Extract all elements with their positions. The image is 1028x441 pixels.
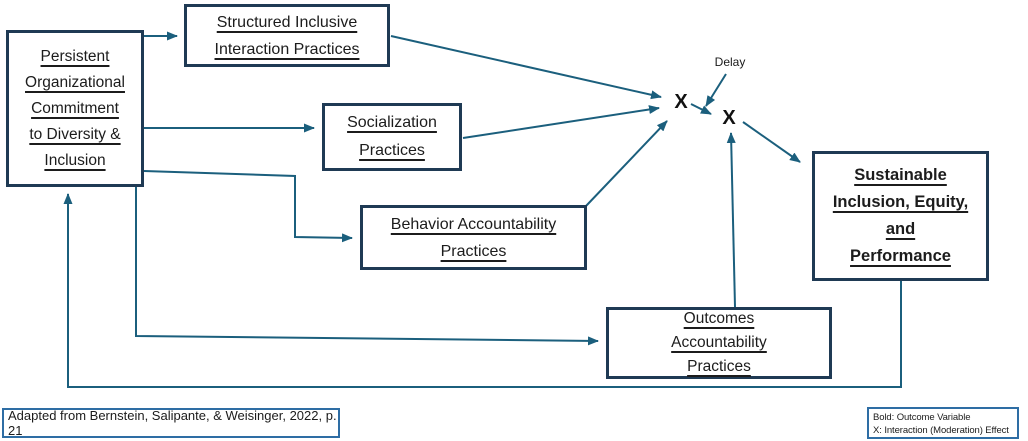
arrow-outcomes-to-x2 xyxy=(726,132,736,308)
arrow-x1-to-x2 xyxy=(690,103,712,115)
arrow-sustainable-feedback-to-commitment xyxy=(63,193,902,388)
arrow-x2-to-sustainable xyxy=(742,121,801,163)
delay-label: Delay xyxy=(714,55,746,69)
box-persistent-organizational-commitment: Persistent Organizational Commitment to … xyxy=(6,30,144,187)
box-structured-inclusive-interaction-practices: Structured Inclusive Interaction Practic… xyxy=(184,4,390,67)
box-behavior-accountability-practices: Behavior Accountability Practices xyxy=(360,205,587,270)
legend-box: Bold: Outcome Variable X: Interaction (M… xyxy=(867,407,1019,439)
interaction-x-mark-2: X xyxy=(722,107,736,129)
legend-line-x-interaction: X: Interaction (Moderation) Effect xyxy=(873,425,1009,436)
arrow-behavior-to-x1 xyxy=(585,120,668,207)
arrow-delay-pointer xyxy=(705,73,727,107)
source-caption-box: Adapted from Bernstein, Salipante, & Wei… xyxy=(2,408,340,438)
box-socialization-practices: Socialization Practices xyxy=(322,103,462,171)
box-sustainable-inclusion-equity-performance: Sustainable Inclusion, Equity, and Perfo… xyxy=(812,151,989,281)
arrow-commitment-to-outcomes xyxy=(135,187,599,346)
source-caption-text: Adapted from Bernstein, Salipante, & Wei… xyxy=(8,408,337,438)
box-outcomes-accountability-practices: Outcomes Accountability Practices xyxy=(606,307,832,379)
arrow-socialization-to-x1 xyxy=(462,105,660,139)
legend-line-bold-outcome: Bold: Outcome Variable xyxy=(873,412,971,423)
arrow-structured-to-x1 xyxy=(390,35,662,100)
interaction-x-mark-1: X xyxy=(674,91,688,113)
arrow-commitment-to-behavior xyxy=(143,170,353,243)
